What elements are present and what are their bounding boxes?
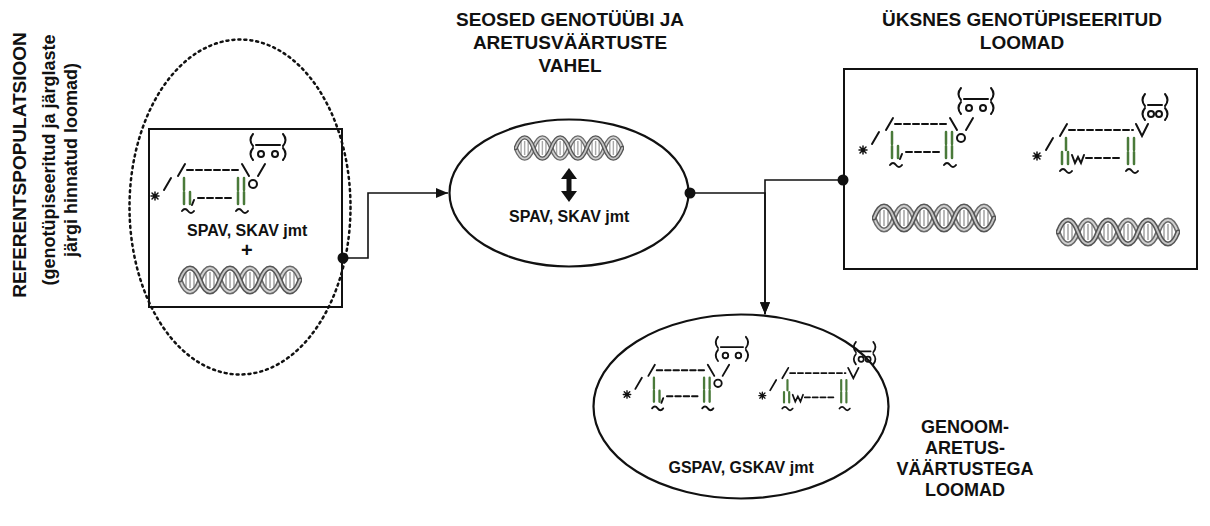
dna-helix	[874, 206, 994, 230]
node-heading: GENOOM- ARETUS- VÄÄRTUSTEGA LOOMAD	[890, 417, 1040, 501]
connector-group	[765, 175, 849, 315]
value-label: SPAV, SKAV jmt	[509, 207, 629, 226]
ellipse-outline	[128, 38, 352, 376]
cow-figure	[151, 134, 286, 213]
ellipse-border	[130, 40, 351, 375]
connector-arrow	[765, 180, 843, 314]
cow-figure	[623, 337, 748, 410]
dna-helix	[1058, 220, 1178, 244]
cow-figure	[759, 342, 876, 410]
plus-sign: +	[241, 238, 253, 262]
ellipse-outline	[448, 118, 690, 268]
ellipse-border	[594, 315, 889, 499]
node-heading: SEOSED GENOTÜÜBI JA ARETUSVÄÄRTUSTE VAHE…	[450, 8, 690, 77]
reference-box: SPAV, SKAV jmt+	[148, 128, 343, 308]
ellipse-border	[450, 120, 689, 267]
value-label: GSPAV, GSKAV jmt	[669, 458, 814, 477]
group-heading: REFERENTSPOPULATSIOON	[9, 32, 31, 298]
connector-dot	[685, 188, 696, 199]
connector-group	[685, 188, 766, 315]
genomic-ellipse: GSPAV, GSKAV jmtGENOOM- ARETUS- VÄÄRTUST…	[592, 313, 890, 500]
node-heading: ÜKSNES GENOTÜPISEERITUD LOOMAD	[872, 8, 1172, 54]
connector-group	[338, 193, 449, 264]
connector-arrow	[690, 193, 765, 314]
connector-arrow	[343, 193, 448, 258]
double-arrow	[561, 168, 577, 202]
relation-ellipse: SEOSED GENOTÜÜBI JA ARETUSVÄÄRTUSTE VAHE…	[448, 118, 690, 268]
value-label: SPAV, SKAV jmt	[187, 221, 307, 240]
genotyped-box: ÜKSNES GENOTÜPISEERITUD LOOMAD	[843, 68, 1198, 270]
cow-figure	[1033, 94, 1168, 173]
cow-figure	[859, 88, 994, 167]
dna-helix	[516, 137, 622, 158]
group-subheading: (genotüpiseeritud ja järglaste järgi hin…	[38, 25, 82, 295]
dna-helix	[180, 268, 300, 292]
population-ellipse: REFERENTSPOPULATSIOON(genotüpiseeritud j…	[128, 38, 352, 376]
